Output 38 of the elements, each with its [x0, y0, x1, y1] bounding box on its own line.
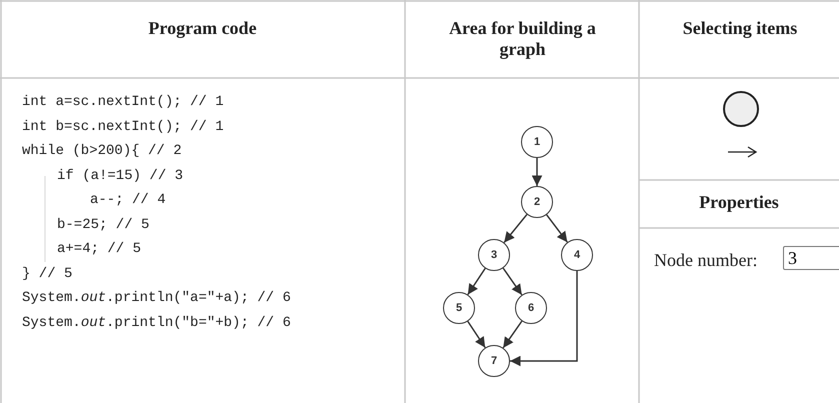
graph-node-circle [443, 292, 475, 324]
node-number: 7 [490, 355, 498, 367]
node-number: 3 [490, 249, 498, 261]
graph-node-circle [521, 126, 553, 158]
arrow [510, 271, 578, 366]
column-header: Program code [147, 18, 258, 39]
code-line: System.out.println("b="+b); // 6 [22, 314, 291, 332]
node-number: 4 [574, 249, 580, 261]
column-header: Area for building a graph [448, 18, 597, 60]
code-line: a--; // 4 [90, 191, 166, 209]
arrow [546, 214, 568, 243]
graph-node-circle [515, 292, 547, 324]
graph-node-circle [521, 186, 553, 218]
code-line: b-=25; // 5 [57, 216, 150, 234]
graph-node-circle [561, 239, 593, 271]
arrow [467, 320, 486, 348]
node-number: 1 [534, 136, 540, 148]
panel-header: Properties [698, 192, 780, 213]
code-line: if (a!=15) // 3 [57, 166, 184, 184]
arrow [502, 268, 522, 296]
arrow [504, 214, 528, 244]
graph-node-circle [478, 345, 510, 377]
input-field: 3 [783, 246, 839, 270]
arrow [532, 158, 542, 186]
code-line: } // 5 [22, 264, 72, 282]
arrow [502, 320, 522, 348]
node-number: 2 [534, 196, 540, 208]
node-number: 5 [456, 302, 462, 314]
code-line: System.out.println("a="+a); // 6 [22, 289, 291, 307]
code-line: int b=sc.nextInt(); // 1 [22, 118, 224, 136]
graph-node-circle [478, 239, 510, 271]
code-line: while (b>200){ // 2 [22, 142, 182, 160]
arrow [467, 268, 486, 296]
code-line: int a=sc.nextInt(); // 1 [22, 93, 224, 111]
code-line: a+=4; // 5 [57, 240, 142, 258]
field-label: Node number: [654, 250, 758, 271]
column-header: Selecting items [682, 18, 798, 39]
node-number: 6 [528, 302, 534, 314]
